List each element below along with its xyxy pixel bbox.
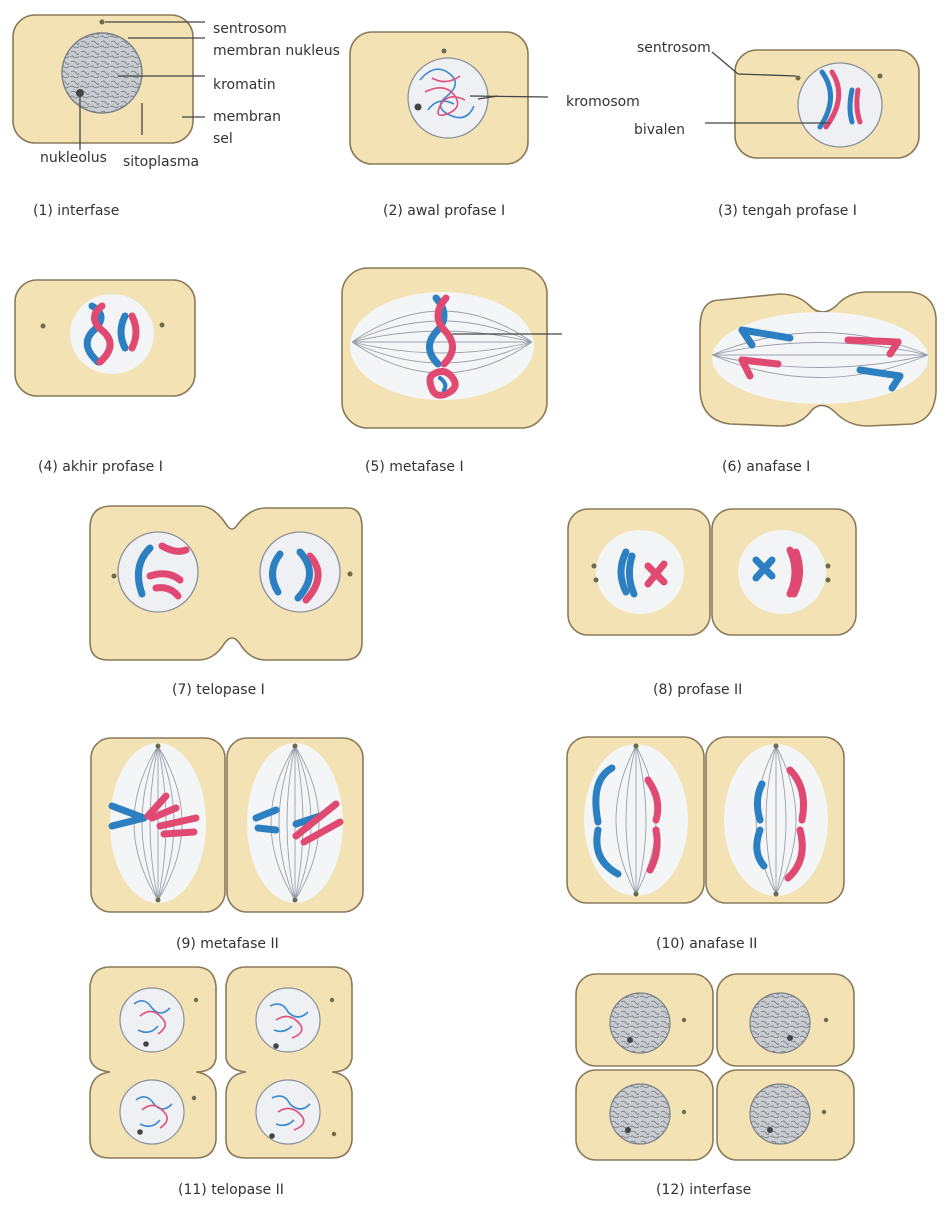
label-nukleolus: nukleolus: [40, 150, 107, 166]
stage-6-anafase-i: (6) anafase I: [700, 292, 936, 475]
caption-stage-9: (9) metafase II: [176, 936, 279, 952]
label-kromosom: kromosom: [566, 94, 640, 110]
stage-10-anafase-ii: (10) anafase II: [567, 737, 844, 952]
caption-stage-10: (10) anafase II: [656, 936, 757, 952]
stage-1-interfase: sentrosom membran nukleus kromatin membr…: [13, 15, 340, 219]
stage-2-awal-profase-i: kromosom (2) awal profase I: [350, 32, 640, 219]
caption-stage-1: (1) interfase: [33, 203, 119, 219]
centrosome-dot: [100, 20, 105, 25]
caption-stage-8: (8) profase II: [653, 682, 742, 698]
caption-stage-4: (4) akhir profase I: [38, 459, 163, 475]
stage-5-metafase-i: (5) metafase I: [342, 268, 562, 475]
stage-12-interfase: (12) interfase: [576, 974, 854, 1198]
stage-11-telopase-ii: (11) telopase II: [90, 967, 352, 1198]
stage-8-profase-ii: (8) profase II: [568, 509, 856, 698]
label-membran: membran: [213, 109, 281, 125]
label-sentrosom: sentrosom: [213, 21, 287, 37]
caption-stage-6: (6) anafase I: [722, 459, 810, 475]
caption-stage-5: (5) metafase I: [365, 459, 464, 475]
caption-stage-2: (2) awal profase I: [383, 203, 505, 219]
label-sentrosom-3: sentrosom: [637, 40, 711, 56]
caption-stage-3: (3) tengah profase I: [718, 203, 857, 219]
stage-7-telopase-i: (7) telopase I: [90, 506, 362, 698]
nucleus: [62, 33, 142, 113]
caption-stage-11: (11) telopase II: [178, 1182, 284, 1198]
label-sitoplasma: sitoplasma: [123, 154, 199, 170]
stage-9-metafase-ii: (9) metafase II: [91, 738, 363, 952]
label-membran-nukleus: membran nukleus: [213, 43, 340, 59]
caption-stage-7: (7) telopase I: [172, 682, 265, 698]
nucleolus-dot: [76, 89, 84, 97]
stage-4-akhir-profase-i: (4) akhir profase I: [15, 280, 195, 475]
label-sel: sel: [213, 131, 233, 147]
label-kromatin: kromatin: [213, 77, 276, 93]
label-bivalen: bivalen: [634, 122, 685, 138]
caption-stage-12: (12) interfase: [656, 1182, 751, 1198]
stage-3-tengah-profase-i: sentrosom bivalen (3) tengah profase I: [634, 40, 919, 219]
